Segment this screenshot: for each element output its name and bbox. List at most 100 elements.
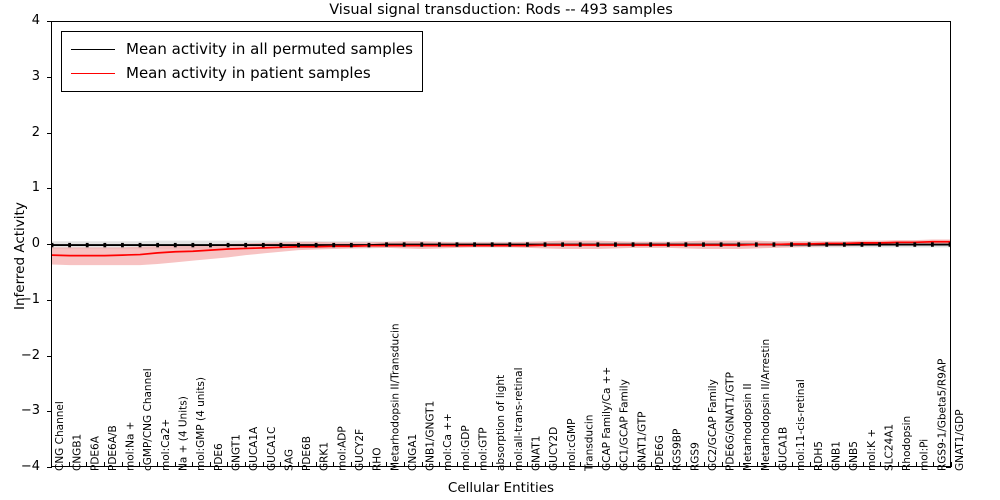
data-point-marker [684,242,688,247]
legend-swatch-permuted [71,48,115,50]
legend-item-patient: Mean activity in patient samples [71,61,413,85]
x-tick-mark [492,462,494,467]
y-tick-mark [946,467,951,468]
y-tick-label: 0 [31,236,40,251]
data-point-marker [138,242,142,248]
x-tick-mark [686,462,688,467]
x-tick-mark [192,462,194,467]
data-point-marker [860,242,864,247]
x-tick-mark [351,462,352,467]
x-tick-label: PDE6 [212,443,225,471]
y-tick-label: 4 [31,13,40,28]
y-tick-label: −2 [20,347,40,363]
x-tick-mark [880,462,882,467]
x-tick-label: mol:GMP (4 units) [195,377,208,471]
plot-area [51,21,951,467]
chart-legend: Mean activity in all permuted samples Me… [61,31,423,92]
x-tick-mark [474,462,476,467]
legend-label-permuted: Mean activity in all permuted samples [126,40,413,58]
x-tick-label: mol:cGMP [565,418,578,471]
legend-swatch-patient [71,72,115,74]
x-tick-mark [298,462,300,467]
x-tick-label: PDE6G/GNAT1/GTP [724,372,737,471]
legend-item-permuted: Mean activity in all permuted samples [71,37,413,61]
plot-clip [52,22,950,466]
x-tick-mark [86,462,88,467]
legend-label-patient: Mean activity in patient samples [126,64,371,82]
x-tick-mark [562,462,564,467]
x-tick-mark [915,462,917,467]
x-tick-mark [280,462,282,467]
x-tick-label: GC1/GCAP Family [618,379,631,471]
data-point-marker [807,242,811,247]
data-point-marker [878,242,881,247]
x-tick-mark [668,462,670,467]
x-tick-label: GC2/GCAP Family [706,379,719,471]
data-point-marker [156,242,160,248]
data-point-marker [631,242,635,247]
x-tick-label: PDE6A/B [106,425,119,471]
x-tick-mark [615,462,617,467]
x-tick-label: mol:GDP [459,425,472,471]
x-tick-label: GUCY2D [548,426,561,471]
x-tick-label: GUCA1A [248,426,261,471]
y-tick-label: −1 [20,291,40,307]
x-tick-label: GCAP Family/Ca ++ [601,366,614,471]
x-tick-mark [403,462,405,467]
x-tick-label: CNGA1 [406,433,419,471]
x-tick-mark [386,462,388,467]
x-tick-label: mol:GTP [477,427,490,471]
data-point-marker [420,242,424,247]
x-tick-label: RGS9BP [671,428,684,471]
data-point-markers [52,242,950,248]
x-tick-mark [156,462,158,467]
data-point-marker [596,242,600,247]
x-tick-label: RHO [371,447,384,471]
x-tick-mark [792,462,794,467]
x-tick-label: mol:all-trans-retinal [512,367,525,471]
data-point-marker [455,242,459,247]
x-tick-label: GNAT1/GTP [636,411,649,472]
y-tick-mark [47,132,52,134]
x-tick-mark [245,462,247,467]
x-tick-label: absorption of light [495,374,508,471]
data-point-marker [473,242,476,247]
x-tick-label: SLC24A1 [883,423,896,471]
x-tick-label: PDE6A [89,436,102,471]
data-point-marker [244,242,248,248]
x-tick-label: GNB1/GNGT1 [424,400,437,471]
data-point-marker [842,242,846,247]
data-point-marker [52,242,54,248]
x-tick-label: GNAT1/GDP [954,409,966,471]
x-tick-mark [845,462,847,467]
x-tick-mark [509,462,511,467]
data-point-marker [948,242,950,247]
data-point-marker [402,242,406,247]
series-line [52,240,950,257]
x-tick-mark [121,462,123,467]
x-tick-mark [633,462,635,467]
y-tick-mark [47,411,52,413]
x-tick-label: GNB1 [830,441,843,471]
x-tick-label: RGS9 [689,442,702,471]
data-point-marker [367,242,371,248]
data-point-marker [543,242,547,247]
data-point-marker [297,242,300,248]
x-tick-mark [739,462,741,467]
x-tick-label: PDE6B [301,436,314,471]
x-tick-mark [598,462,600,467]
x-tick-mark [209,462,211,467]
data-point-marker [385,242,388,247]
x-tick-label: GNGT1 [230,434,243,471]
x-tick-mark [227,462,229,467]
x-tick-mark [545,462,547,467]
x-tick-label: GRK1 [318,442,331,471]
chart-title: Visual signal transduction: Rods -- 493 … [329,2,673,18]
data-point-marker [526,242,529,247]
x-tick-label: Metarhodopsin II/Arrestin [759,338,772,471]
data-point-marker [913,242,917,247]
data-point-marker [790,242,793,247]
x-tick-label: mol:Ca ++ [442,413,455,471]
y-tick-mark [47,355,52,357]
y-tick-mark [47,188,52,190]
